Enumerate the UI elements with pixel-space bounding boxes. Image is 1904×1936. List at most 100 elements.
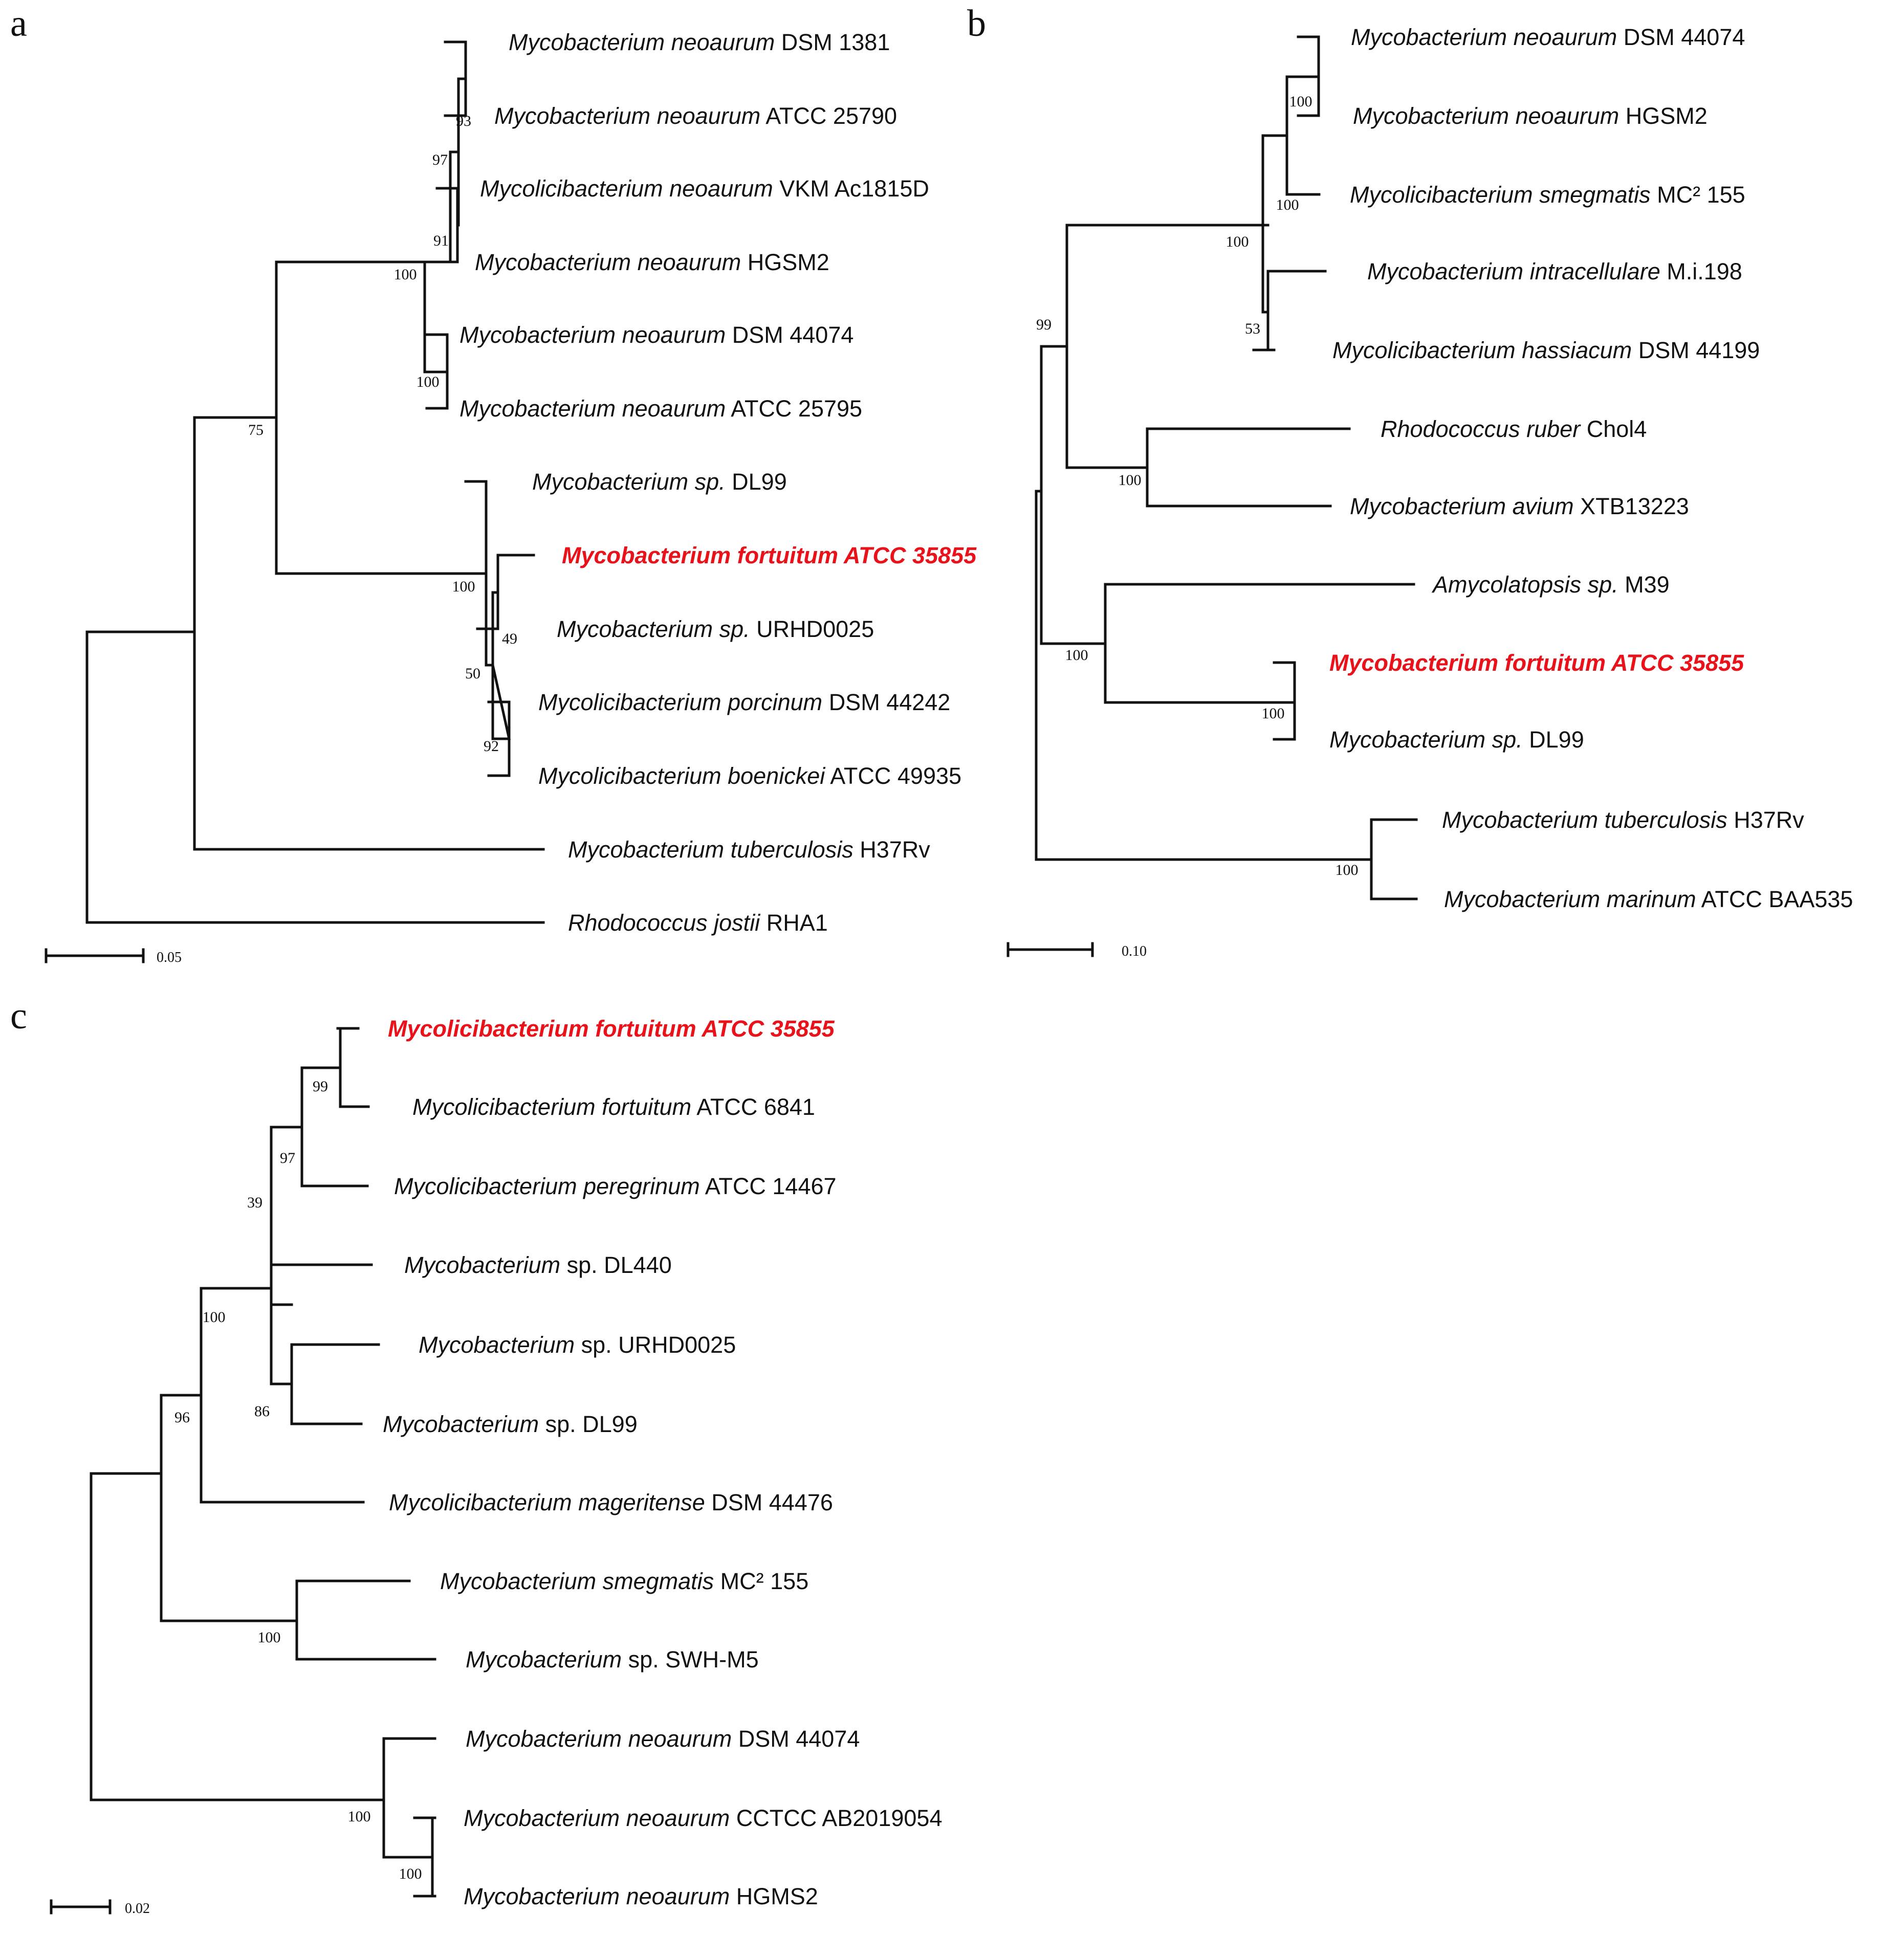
taxon-space bbox=[775, 29, 781, 55]
taxon-label: Mycobacterium sp. DL99 bbox=[383, 1411, 638, 1437]
taxon-space bbox=[1660, 258, 1667, 284]
taxon-strain: M.i.198 bbox=[1667, 258, 1742, 284]
taxon-genus: Mycobacterium smegmatis bbox=[440, 1568, 714, 1594]
taxon-strain: ATCC 35855 bbox=[1611, 650, 1744, 676]
bootstrap-value: 100 bbox=[1226, 233, 1249, 250]
taxon-space bbox=[1696, 886, 1701, 912]
taxon-genus: Mycolicibacterium fortuitum bbox=[412, 1094, 691, 1120]
taxon-strain: MC² 155 bbox=[1657, 182, 1745, 208]
taxon-space bbox=[560, 1252, 567, 1278]
taxon-genus: Mycolicibacterium smegmatis bbox=[1350, 182, 1651, 208]
taxon-space bbox=[726, 469, 732, 495]
bootstrap-value: 100 bbox=[348, 1808, 371, 1825]
bootstrap-value: 100 bbox=[258, 1629, 281, 1646]
taxon-genus: Mycobacterium bbox=[404, 1252, 560, 1278]
taxon-space bbox=[1651, 182, 1657, 208]
taxon-label: Mycobacterium sp. URHD0025 bbox=[557, 616, 874, 642]
taxon-strain: ATCC 49935 bbox=[830, 763, 961, 789]
taxon-label: Mycobacterium tuberculosis H37Rv bbox=[1442, 807, 1804, 833]
taxon-strain: DL99 bbox=[732, 469, 787, 495]
taxon-genus: Mycolicibacterium fortuitum bbox=[388, 1016, 696, 1042]
bootstrap-value: 92 bbox=[484, 738, 499, 755]
taxon-label: Mycobacterium sp. DL99 bbox=[1329, 727, 1584, 753]
taxon-label: Mycobacterium sp. DL99 bbox=[532, 469, 787, 495]
taxon-genus: Mycobacterium neoaurum bbox=[459, 322, 726, 348]
taxon-genus: Mycobacterium intracellulare bbox=[1367, 258, 1660, 284]
bootstrap-value: 100 bbox=[203, 1309, 226, 1326]
bootstrap-value: 100 bbox=[1065, 647, 1088, 664]
taxon-space bbox=[691, 1094, 696, 1120]
taxon-label: Amycolatopsis sp. M39 bbox=[1431, 571, 1670, 598]
taxon-label: Mycobacterium sp. SWH-M5 bbox=[466, 1646, 759, 1673]
bootstrap-value: 100 bbox=[1276, 196, 1299, 213]
taxon-label: Mycolicibacterium smegmatis MC² 155 bbox=[1350, 182, 1745, 208]
taxon-space bbox=[1617, 24, 1624, 50]
taxon-genus: Mycobacterium bbox=[466, 1646, 622, 1673]
taxon-genus: Mycobacterium neoaurum bbox=[1351, 24, 1617, 50]
taxon-space bbox=[1618, 571, 1625, 598]
taxon-genus: Mycobacterium fortuitum bbox=[562, 542, 838, 568]
bootstrap-value: 97 bbox=[280, 1150, 295, 1167]
taxon-label: Rhodococcus jostii RHA1 bbox=[568, 910, 828, 936]
taxon-space bbox=[700, 1173, 705, 1199]
taxon-space bbox=[822, 689, 829, 715]
taxon-label-highlight: Mycolicibacterium fortuitum ATCC 35855 bbox=[388, 1016, 835, 1042]
taxon-strain: DSM 44074 bbox=[1624, 24, 1745, 50]
taxon-strain: MC² 155 bbox=[720, 1568, 809, 1594]
bootstrap-value: 100 bbox=[452, 578, 475, 595]
taxon-space bbox=[773, 175, 780, 202]
taxon-genus: Mycolicibacterium porcinum bbox=[538, 689, 822, 715]
panel-label: a bbox=[10, 3, 27, 45]
taxon-strain: DSM 44476 bbox=[711, 1489, 833, 1515]
taxon-label: Mycobacterium smegmatis MC² 155 bbox=[440, 1568, 808, 1594]
taxon-space bbox=[726, 322, 732, 348]
taxon-strain: H37Rv bbox=[860, 837, 930, 863]
taxon-label: Mycobacterium avium XTB13223 bbox=[1350, 493, 1689, 519]
taxon-space bbox=[760, 910, 767, 936]
taxon-label: Mycobacterium neoaurum ATCC 25790 bbox=[494, 103, 897, 129]
bootstrap-value: 99 bbox=[1036, 316, 1052, 333]
taxon-space bbox=[726, 395, 731, 422]
taxon-label: Mycobacterium neoaurum DSM 44074 bbox=[459, 322, 853, 348]
taxon-genus: Mycobacterium sp. bbox=[532, 469, 726, 495]
taxon-strain: sp. DL99 bbox=[545, 1411, 638, 1437]
taxon-strain: DSM 44199 bbox=[1638, 337, 1760, 363]
bootstrap-value: 100 bbox=[1262, 705, 1285, 722]
taxon-label: Mycolicibacterium neoaurum VKM Ac1815D bbox=[480, 175, 929, 202]
taxon-label: Mycolicibacterium mageritense DSM 44476 bbox=[389, 1489, 833, 1515]
taxon-strain: RHA1 bbox=[767, 910, 828, 936]
taxon-strain: ATCC BAA535 bbox=[1701, 886, 1853, 912]
bootstrap-value: 100 bbox=[1289, 93, 1312, 110]
taxon-genus: Amycolatopsis sp. bbox=[1431, 571, 1618, 598]
taxon-space bbox=[1727, 807, 1734, 833]
taxon-strain: sp. SWH-M5 bbox=[628, 1646, 759, 1673]
taxon-genus: Mycobacterium avium bbox=[1350, 493, 1574, 519]
taxon-strain: ATCC 35855 bbox=[843, 542, 977, 568]
bootstrap-value: 75 bbox=[248, 422, 264, 438]
taxon-strain: XTB13223 bbox=[1580, 493, 1689, 519]
taxon-label-highlight: Mycobacterium fortuitum ATCC 35855 bbox=[1329, 650, 1744, 676]
bootstrap-value: 99 bbox=[313, 1078, 328, 1095]
taxon-space bbox=[1619, 103, 1626, 129]
taxon-label: Mycolicibacterium hassiacum DSM 44199 bbox=[1332, 337, 1760, 363]
taxon-genus: Mycobacterium neoaurum bbox=[464, 1883, 730, 1909]
bootstrap-value: 100 bbox=[394, 266, 417, 283]
bootstrap-value: 100 bbox=[1336, 862, 1359, 878]
taxon-space bbox=[714, 1568, 720, 1594]
taxon-space bbox=[1523, 727, 1529, 753]
bootstrap-value: 91 bbox=[433, 232, 449, 249]
panel-label: c bbox=[10, 995, 27, 1037]
taxon-space bbox=[730, 1805, 736, 1831]
taxon-space bbox=[1606, 650, 1611, 676]
taxon-genus: Rhodococcus jostii bbox=[568, 910, 761, 936]
taxon-strain: DSM 44242 bbox=[829, 689, 951, 715]
taxon-strain: VKM Ac1815D bbox=[779, 175, 929, 202]
taxon-genus: Mycobacterium neoaurum bbox=[509, 29, 775, 55]
taxon-label: Mycobacterium intracellulare M.i.198 bbox=[1367, 258, 1742, 284]
panel-label: b bbox=[967, 3, 986, 45]
taxon-label: Mycolicibacterium porcinum DSM 44242 bbox=[538, 689, 950, 715]
taxon-label-highlight: Mycobacterium fortuitum ATCC 35855 bbox=[562, 542, 977, 568]
taxon-space bbox=[1574, 493, 1581, 519]
